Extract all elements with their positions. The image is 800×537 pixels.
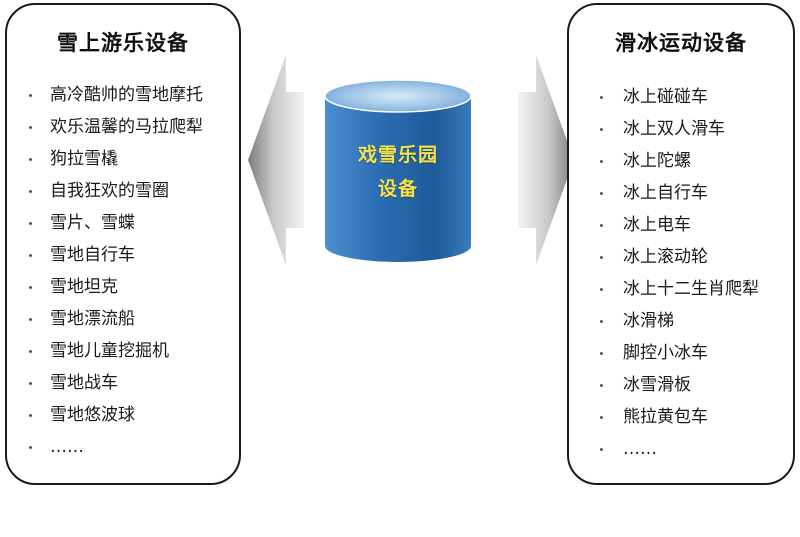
list-item-label: 狗拉雪橇 bbox=[50, 149, 118, 169]
list-item: 冰上自行车 bbox=[569, 177, 793, 209]
list-item-label: 雪地战车 bbox=[50, 373, 118, 393]
bullet-icon bbox=[29, 350, 32, 353]
list-item: 雪地悠波球 bbox=[7, 399, 239, 431]
list-item: 雪地漂流船 bbox=[7, 303, 239, 335]
right-panel: 滑冰运动设备 冰上碰碰车 冰上双人滑车 冰上陀螺 冰上自行车 冰上电车 冰上滚动… bbox=[567, 3, 795, 485]
bullet-icon bbox=[600, 320, 603, 323]
list-item-label: 雪地儿童挖掘机 bbox=[50, 341, 169, 361]
bullet-icon bbox=[600, 448, 603, 451]
list-item-label: 冰上电车 bbox=[623, 215, 691, 235]
list-item-label: 雪地悠波球 bbox=[50, 405, 135, 425]
list-item-label: 冰上自行车 bbox=[623, 183, 708, 203]
list-item: 冰上陀螺 bbox=[569, 145, 793, 177]
bullet-icon bbox=[29, 318, 32, 321]
list-item: 冰上滚动轮 bbox=[569, 241, 793, 273]
list-item: 冰上电车 bbox=[569, 209, 793, 241]
list-item: 冰上双人滑车 bbox=[569, 113, 793, 145]
list-item: …… bbox=[569, 433, 793, 465]
list-item: 冰雪滑板 bbox=[569, 369, 793, 401]
bullet-icon bbox=[29, 382, 32, 385]
list-item-label: 雪片、雪蝶 bbox=[50, 213, 135, 233]
list-item-label: 欢乐温馨的马拉爬犁 bbox=[50, 117, 203, 137]
bullet-icon bbox=[600, 384, 603, 387]
list-item: 欢乐温馨的马拉爬犁 bbox=[7, 111, 239, 143]
list-item-label: 雪地漂流船 bbox=[50, 309, 135, 329]
center-label-line2: 设备 bbox=[377, 178, 418, 200]
bullet-icon bbox=[600, 192, 603, 195]
bullet-icon bbox=[29, 126, 32, 129]
left-panel-title: 雪上游乐设备 bbox=[57, 31, 189, 55]
list-item: 雪地战车 bbox=[7, 367, 239, 399]
bullet-icon bbox=[29, 414, 32, 417]
list-item-label: 高冷酷帅的雪地摩托 bbox=[50, 85, 203, 105]
list-item: 冰上十二生肖爬犁 bbox=[569, 273, 793, 305]
bullet-icon bbox=[29, 190, 32, 193]
list-item: 自我狂欢的雪圈 bbox=[7, 175, 239, 207]
database-cylinder-icon bbox=[324, 79, 472, 262]
list-item-label: 冰上双人滑车 bbox=[623, 119, 725, 139]
list-item: 雪地儿童挖掘机 bbox=[7, 335, 239, 367]
arrow-right-icon bbox=[518, 55, 574, 265]
list-item-label: 熊拉黄包车 bbox=[623, 407, 708, 427]
list-item: 雪地坦克 bbox=[7, 271, 239, 303]
bullet-icon bbox=[600, 160, 603, 163]
bullet-icon bbox=[600, 128, 603, 131]
list-item: 熊拉黄包车 bbox=[569, 401, 793, 433]
list-item-label: 雪地坦克 bbox=[50, 277, 118, 297]
list-item-label: …… bbox=[623, 439, 657, 459]
right-panel-title: 滑冰运动设备 bbox=[615, 31, 747, 55]
bullet-icon bbox=[600, 224, 603, 227]
list-item-label: 冰滑梯 bbox=[623, 311, 674, 331]
list-item-label: 脚控小冰车 bbox=[623, 343, 708, 363]
bullet-icon bbox=[29, 222, 32, 225]
list-item: 冰上碰碰车 bbox=[569, 81, 793, 113]
list-item: 雪片、雪蝶 bbox=[7, 207, 239, 239]
list-item: …… bbox=[7, 431, 239, 463]
left-panel: 雪上游乐设备 高冷酷帅的雪地摩托 欢乐温馨的马拉爬犁 狗拉雪橇 自我狂欢的雪圈 … bbox=[5, 3, 241, 485]
list-item-label: 冰上滚动轮 bbox=[623, 247, 708, 267]
list-item: 脚控小冰车 bbox=[569, 337, 793, 369]
bullet-icon bbox=[29, 254, 32, 257]
bullet-icon bbox=[600, 256, 603, 259]
list-item-label: 冰上陀螺 bbox=[623, 151, 691, 171]
list-item-label: 冰雪滑板 bbox=[623, 375, 691, 395]
list-item-label: 自我狂欢的雪圈 bbox=[50, 181, 169, 201]
center-label: 戏雪乐园 设备 bbox=[323, 138, 473, 206]
bullet-icon bbox=[29, 286, 32, 289]
bullet-icon bbox=[29, 94, 32, 97]
list-item: 狗拉雪橇 bbox=[7, 143, 239, 175]
bullet-icon bbox=[600, 416, 603, 419]
list-item-label: 冰上十二生肖爬犁 bbox=[623, 279, 759, 299]
bullet-icon bbox=[29, 446, 32, 449]
list-item: 高冷酷帅的雪地摩托 bbox=[7, 79, 239, 111]
bullet-icon bbox=[600, 352, 603, 355]
left-item-list: 高冷酷帅的雪地摩托 欢乐温馨的马拉爬犁 狗拉雪橇 自我狂欢的雪圈 雪片、雪蝶 雪… bbox=[7, 79, 239, 463]
center-label-line1: 戏雪乐园 bbox=[357, 144, 438, 166]
right-item-list: 冰上碰碰车 冰上双人滑车 冰上陀螺 冰上自行车 冰上电车 冰上滚动轮 冰上十二生… bbox=[569, 81, 793, 465]
bullet-icon bbox=[29, 158, 32, 161]
list-item: 冰滑梯 bbox=[569, 305, 793, 337]
arrow-left-icon bbox=[248, 55, 304, 265]
list-item-label: 冰上碰碰车 bbox=[623, 87, 708, 107]
list-item-label: 雪地自行车 bbox=[50, 245, 135, 265]
bullet-icon bbox=[600, 96, 603, 99]
list-item: 雪地自行车 bbox=[7, 239, 239, 271]
list-item-label: …… bbox=[50, 437, 84, 457]
bullet-icon bbox=[600, 288, 603, 291]
